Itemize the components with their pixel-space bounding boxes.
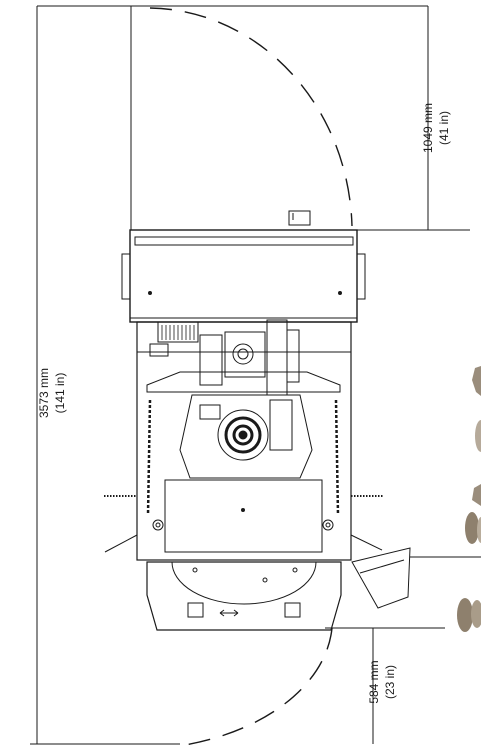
threaded-hardware-photo bbox=[457, 366, 481, 632]
dim-overall-in: (141 in) bbox=[53, 373, 67, 414]
machine-top-view-icon bbox=[104, 210, 411, 631]
door-swing-arc-icon bbox=[149, 7, 353, 746]
dimension-front-clearance: 584 mm (23 in) bbox=[367, 660, 397, 703]
dim-door-mm: 1049 mm bbox=[421, 103, 435, 153]
dim-overall-mm: 3573 mm bbox=[37, 368, 51, 418]
dimension-lines bbox=[30, 5, 481, 745]
dim-door-in: (41 in) bbox=[437, 111, 451, 145]
dimension-overall-length: 3573 mm (141 in) bbox=[37, 368, 67, 418]
dimension-door-swing: 1049 mm (41 in) bbox=[421, 103, 451, 153]
dim-front-mm: 584 mm bbox=[367, 660, 381, 703]
dim-front-in: (23 in) bbox=[383, 665, 397, 699]
